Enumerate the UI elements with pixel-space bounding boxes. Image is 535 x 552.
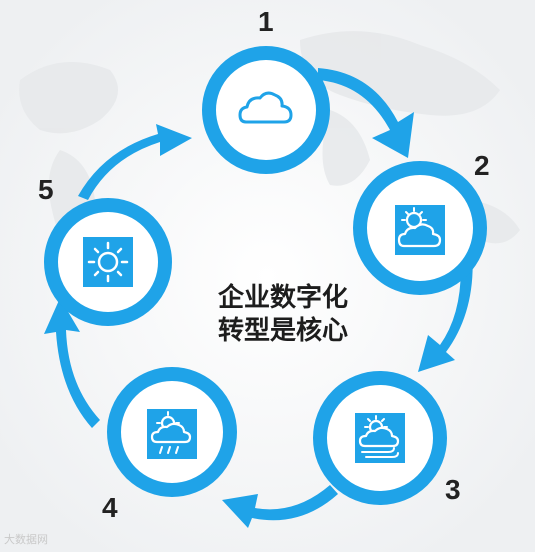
sun-icon: [83, 237, 133, 287]
arrow-1-to-2: [318, 68, 414, 158]
step-number-4: 4: [102, 492, 118, 523]
watermark: 大数据网: [4, 533, 48, 546]
step-number-5: 5: [38, 174, 54, 205]
arrow-2-to-3: [418, 248, 473, 372]
arrow-4-to-5: [44, 298, 100, 428]
arrow-5-to-1: [78, 124, 192, 200]
step-number-1: 1: [258, 6, 274, 37]
sun-cloud-icon: [395, 205, 445, 255]
ring-step-1: [202, 46, 330, 174]
sun-cloud-wind-icon: [355, 413, 405, 463]
sun-cloud-rain-icon: [147, 409, 197, 459]
step-number-3: 3: [445, 474, 461, 505]
step-number-2: 2: [474, 150, 490, 181]
center-title-line-1: 企业数字化: [217, 283, 348, 313]
cycle-arrows: [44, 68, 473, 528]
arrow-3-to-4: [222, 485, 338, 528]
center-title-line-2: 转型是核心: [217, 316, 348, 346]
cloud-icon: [238, 91, 293, 124]
